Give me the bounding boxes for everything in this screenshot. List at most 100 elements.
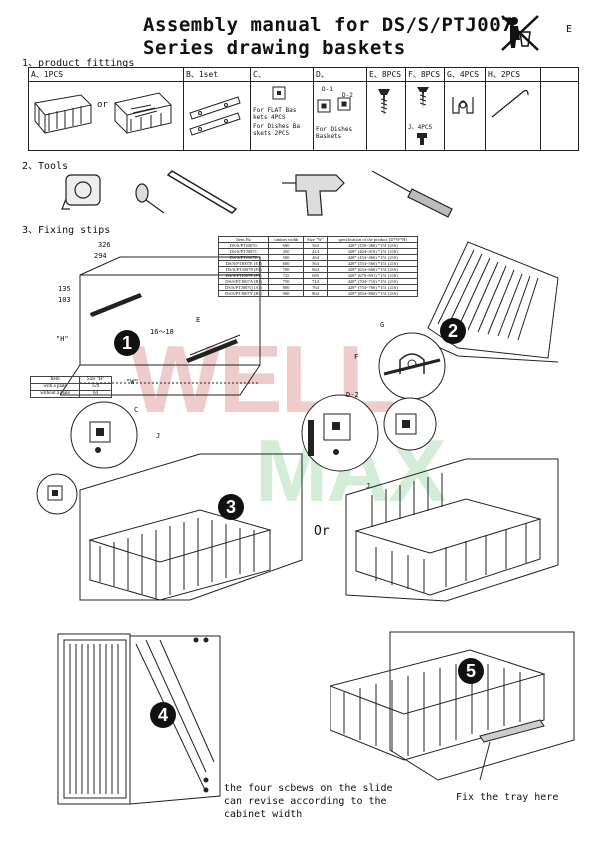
dim-294: 294 [94, 252, 107, 260]
j-cap-icon [417, 133, 427, 145]
or-text: Or [314, 524, 330, 539]
step3-dishes-basket-drawing [345, 458, 559, 602]
spec-cell: DS/S/PTJ007F (F1) [217, 272, 270, 279]
bracket-small-detail-circle [36, 473, 78, 515]
step-4-badge: 4 [150, 702, 176, 728]
tray-note: Fix the tray here [456, 792, 559, 803]
dim-103: 103 [58, 296, 71, 304]
clip-g-icon [452, 97, 474, 114]
section-fixing-steps: 3、Fixing stips [22, 225, 111, 236]
basket-drawing-icon [34, 92, 172, 134]
fit-cell-empty [540, 81, 579, 151]
step3-flat-basket-drawing [79, 453, 303, 601]
spec-header: cabinet width [268, 236, 304, 243]
fit-c-note2: For Dishes Ba skets 2PCS [253, 123, 300, 137]
slide-rails-icon [189, 96, 241, 136]
height-cell: without a plate [29, 390, 81, 398]
spec-cell: DS/S/PTJ007Q (A1) [217, 284, 270, 291]
height-cell: with a plate [29, 383, 81, 391]
tape-measure-icon [61, 174, 101, 210]
no-child-warning-icon [500, 14, 540, 52]
screws-note-line3: cabinet width [224, 809, 303, 820]
screw-icon [378, 89, 390, 117]
step1-cabinet-drawing [60, 256, 261, 396]
step-2-badge: 2 [440, 318, 466, 344]
fit-cell-a: or [28, 81, 184, 151]
hook-h-icon [491, 89, 529, 118]
label-e: E [196, 316, 201, 324]
title-line1: Assembly manual for DS/S/PTJ007 [143, 14, 514, 36]
spec-cell: 428* (854~866) *151 (216) [327, 290, 418, 297]
fit-d-label1: D-1 [322, 86, 333, 93]
fit-header-empty [540, 67, 579, 82]
bracket-d2-detail-circle [301, 394, 379, 472]
label-d2: D-2 [346, 391, 359, 399]
bracket-c-icon [272, 86, 286, 100]
spec-cell: 864 [302, 290, 329, 297]
fit-cell-b [183, 81, 251, 151]
spec-cell: DS/S/PTJ007A (B1) [217, 278, 270, 285]
fit-cell-d: D-1 D-2 For Dishes Baskets [313, 81, 367, 151]
spec-cell: 900 [268, 290, 304, 297]
screws-note-line1: the four scbews on the slide [224, 783, 393, 794]
bracket-d2-side-detail-circle [383, 397, 437, 451]
fit-header-f: F、8PCS [405, 67, 445, 82]
screws-note: the four scbews on the slide can revise … [224, 782, 393, 821]
step4-top-view-drawing [57, 633, 221, 805]
dim-16-18: 16～18 [150, 328, 174, 336]
fit-cell-f: J、4PCS [405, 81, 445, 151]
screw-f-icon [417, 87, 429, 109]
label-j: J [156, 432, 161, 440]
clip-detail-circle [378, 332, 446, 400]
spec-header: specification of the product (D*W*H) [327, 236, 418, 243]
screwdriver-large-icon [371, 170, 453, 218]
step5-tray-drawing [330, 631, 575, 781]
height-cell: 64 [79, 390, 112, 398]
fit-cell-c: For FLAT Bas kets 4PCS For Dishes Ba ske… [250, 81, 314, 151]
fit-header-g: G、4PCS [444, 67, 486, 82]
step-5-badge: 5 [458, 658, 484, 684]
section-product-fittings: 1、product fittings [22, 58, 135, 69]
bracket-d-icon [317, 97, 351, 113]
fit-header-h: H、2PCS [485, 67, 541, 82]
fit-j-label: J、4PCS [408, 124, 433, 131]
power-drill-icon [282, 174, 345, 216]
section-tools: 2、Tools [22, 161, 69, 172]
label-f: F [354, 353, 359, 361]
label-c: C [134, 406, 139, 414]
fit-header-a: A、1PCS [28, 67, 184, 82]
fittings-table: A、1PCS B、1set C、 D、 E、8PCS F、8PCS G、4PCS… [28, 67, 579, 151]
corner-letter: E [566, 24, 573, 35]
fit-header-b: B、1set [183, 67, 251, 82]
dim-135: 135 [58, 285, 71, 293]
fit-header-d: D、 [313, 67, 367, 82]
fit-a-or: or [97, 100, 108, 110]
height-cell: 129 [79, 383, 112, 391]
spec-cell: DS/S/PTJ007Y (H1) [217, 290, 270, 297]
step-1-badge: 1 [114, 330, 140, 356]
fit-c-note1: For FLAT Bas kets 4PCS [253, 107, 297, 121]
fit-cell-h [485, 81, 541, 151]
height-header: Size "H" [79, 376, 112, 384]
fit-d-label2: D-2 [342, 92, 353, 99]
fit-header-e: E、8PCS [366, 67, 406, 82]
screwdriver-small-icon [135, 183, 165, 214]
label-j2: J [366, 482, 371, 490]
pencil-icon [166, 170, 238, 214]
screws-note-line2: can revise according to the [224, 796, 387, 807]
tools-row [61, 170, 453, 218]
height-header: Item [29, 376, 81, 384]
title-line2: Series drawing baskets [143, 37, 406, 59]
spec-table: Item.No cabinet width Size "W" specifica… [217, 236, 418, 297]
spec-cell: DS/S/PTJ007P (P1) [217, 266, 270, 273]
fit-cell-e [366, 81, 406, 151]
step-3-badge: 3 [218, 494, 244, 520]
dim-h: "H" [56, 335, 69, 343]
dim-w: "W" [126, 378, 139, 386]
bracket-c-detail-circle [70, 401, 138, 469]
fit-d-note: For Dishes Baskets [316, 126, 353, 140]
dim-326: 326 [98, 241, 111, 249]
fit-header-c: C、 [250, 67, 314, 82]
label-g: G [380, 321, 385, 329]
fit-cell-g [444, 81, 486, 151]
